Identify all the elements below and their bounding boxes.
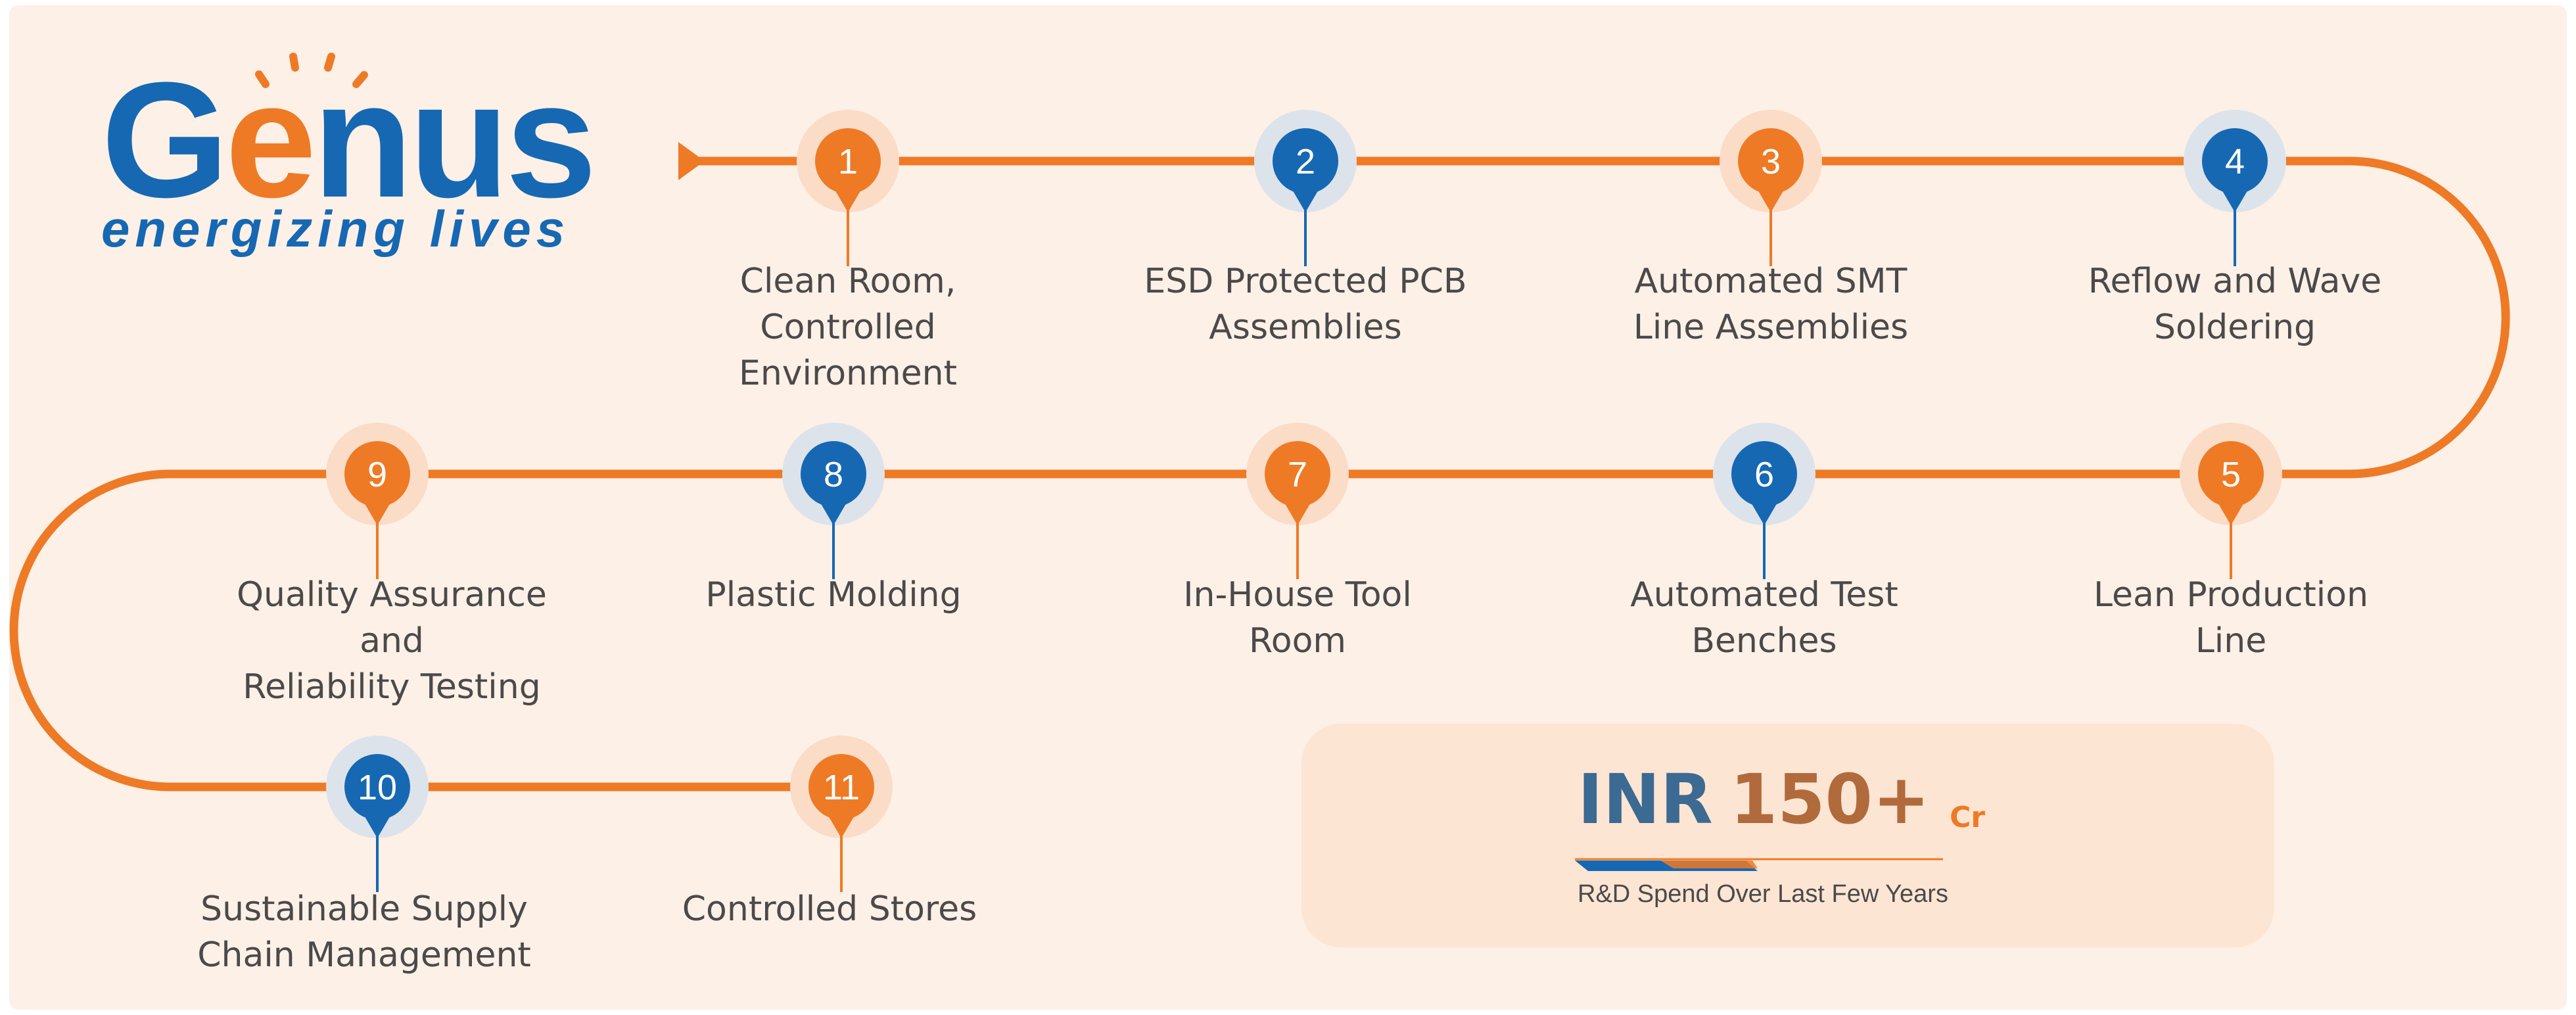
step-marker-7: 7 bbox=[1246, 423, 1349, 579]
step-label-9: Quality Assurance and Reliability Testin… bbox=[237, 575, 547, 707]
step-label-2: ESD Protected PCB Assemblies bbox=[1144, 262, 1467, 347]
step-pin bbox=[2202, 128, 2268, 194]
step-number: 7 bbox=[1288, 455, 1307, 494]
step-number: 11 bbox=[823, 768, 860, 807]
step-label-1: Clean Room, Controlled Environment bbox=[738, 262, 958, 393]
flow-arrow bbox=[678, 142, 705, 180]
step-number: 5 bbox=[2221, 455, 2241, 494]
step-number: 2 bbox=[1296, 142, 1315, 181]
logo-tagline: energizing lives bbox=[101, 200, 571, 258]
step-label-5: Lean Production Line bbox=[2093, 575, 2369, 661]
step-pin bbox=[1273, 128, 1338, 194]
step-pin bbox=[344, 441, 410, 507]
logo-wordmark-end: nus bbox=[312, 48, 597, 231]
step-label-8: Plastic Molding bbox=[705, 575, 962, 615]
step-number: 3 bbox=[1761, 142, 1781, 181]
rd-spend-unit: Cr bbox=[1950, 801, 1986, 834]
step-label-11: Controlled Stores bbox=[682, 889, 977, 929]
step-marker-11: 11 bbox=[790, 736, 893, 892]
step-label-10: Sustainable Supply Chain Management bbox=[197, 889, 531, 975]
rd-spend-underline bbox=[1575, 858, 1943, 871]
step-pin bbox=[801, 441, 866, 507]
step-marker-6: 6 bbox=[1713, 423, 1815, 579]
step-number: 6 bbox=[1754, 455, 1774, 494]
step-number: 9 bbox=[367, 455, 387, 494]
process-flow: 1 2 3 4 5 6 7 8 9 10 11 bbox=[9, 110, 2510, 892]
step-marker-5: 5 bbox=[2180, 423, 2282, 579]
rd-spend-amount: 150+ bbox=[1729, 759, 1931, 839]
step-pin bbox=[344, 754, 410, 820]
step-marker-8: 8 bbox=[782, 423, 885, 579]
genus-logo: Genus energizing lives bbox=[101, 51, 640, 268]
step-label-6: Automated Test Benches bbox=[1630, 575, 1898, 661]
step-marker-2: 2 bbox=[1254, 110, 1357, 266]
sun-rays-icon bbox=[255, 53, 368, 88]
step-label-7: In-House Tool Room bbox=[1183, 575, 1412, 661]
step-pin bbox=[2198, 441, 2264, 507]
step-marker-9: 9 bbox=[326, 423, 429, 579]
step-pin bbox=[815, 128, 881, 194]
logo-wordmark-start: G bbox=[101, 48, 229, 231]
step-pin bbox=[808, 754, 874, 820]
step-label-4: Reflow and Wave Soldering bbox=[2088, 262, 2382, 347]
logo-wordmark: Genus bbox=[101, 58, 597, 222]
logo-wordmark-accent: e bbox=[225, 48, 316, 231]
step-marker-3: 3 bbox=[1720, 110, 1822, 266]
rd-spend-caption: R&D Spend Over Last Few Years bbox=[1578, 880, 1948, 908]
step-number: 10 bbox=[358, 768, 397, 807]
step-marker-4: 4 bbox=[2184, 110, 2286, 266]
step-pin bbox=[1738, 128, 1804, 194]
rd-spend-currency: INR bbox=[1578, 759, 1713, 839]
step-marker-10: 10 bbox=[326, 736, 429, 892]
step-number: 1 bbox=[838, 142, 858, 181]
diagram-canvas: 1 2 3 4 5 6 7 8 9 10 11 Genus energizing lives Cle… bbox=[9, 5, 2567, 1010]
step-pin bbox=[1731, 441, 1797, 507]
step-number: 4 bbox=[2225, 142, 2245, 181]
step-markers: 1 2 3 4 5 6 7 8 9 10 11 bbox=[326, 110, 2286, 892]
step-number: 8 bbox=[824, 455, 843, 494]
step-pin bbox=[1265, 441, 1330, 507]
step-label-3: Automated SMT Line Assemblies bbox=[1633, 262, 1909, 347]
step-marker-1: 1 bbox=[797, 110, 899, 266]
